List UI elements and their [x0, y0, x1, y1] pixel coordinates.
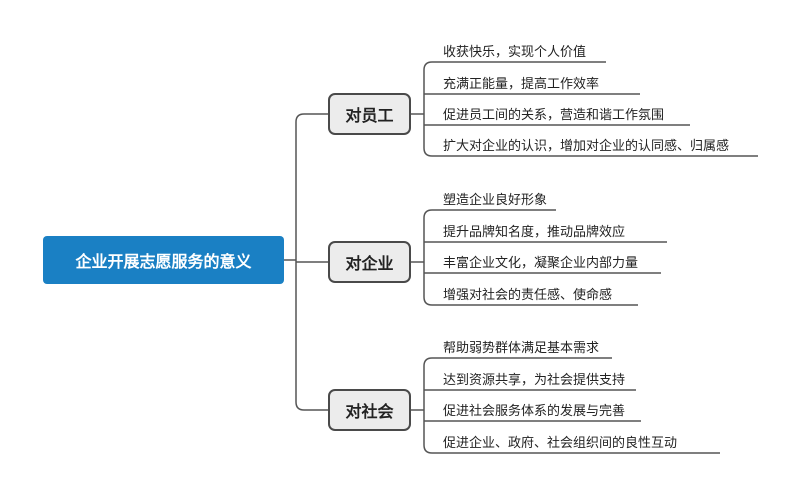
leaf-employees-2: 充满正能量，提高工作效率 — [443, 77, 600, 92]
leaf-employees-4: 扩大对企业的认识，增加对企业的认同感、归属感 — [443, 139, 730, 154]
leaf-enterprise-2: 提升品牌知名度，推动品牌效应 — [443, 225, 626, 240]
leaf-society-4: 促进企业、政府、社会组织间的良性互动 — [443, 436, 678, 451]
leaf-society-1: 帮助弱势群体满足基本需求 — [443, 341, 600, 356]
leaf-employees-1: 收获快乐，实现个人价值 — [443, 45, 587, 60]
leaf-spine-0 — [423, 61, 433, 157]
leaf-employees-3: 促进员工间的关系，营造和谐工作氛围 — [443, 108, 665, 123]
root-node: 企业开展志愿服务的意义 — [43, 236, 284, 284]
leaf-spine-1 — [423, 209, 433, 306]
leaf-spine-2 — [423, 357, 433, 454]
leaf-enterprise-1: 塑造企业良好形象 — [443, 193, 548, 208]
branch-society: 对社会 — [328, 389, 411, 431]
branch-enterprise: 对企业 — [328, 241, 411, 283]
leaf-enterprise-4: 增强对社会的责任感、使命感 — [443, 288, 613, 303]
branch-employees: 对员工 — [328, 93, 411, 135]
leaf-society-3: 促进社会服务体系的发展与完善 — [443, 404, 626, 419]
leaf-society-2: 达到资源共享，为社会提供支持 — [443, 373, 626, 388]
leaf-enterprise-3: 丰富企业文化，凝聚企业内部力量 — [443, 256, 639, 271]
